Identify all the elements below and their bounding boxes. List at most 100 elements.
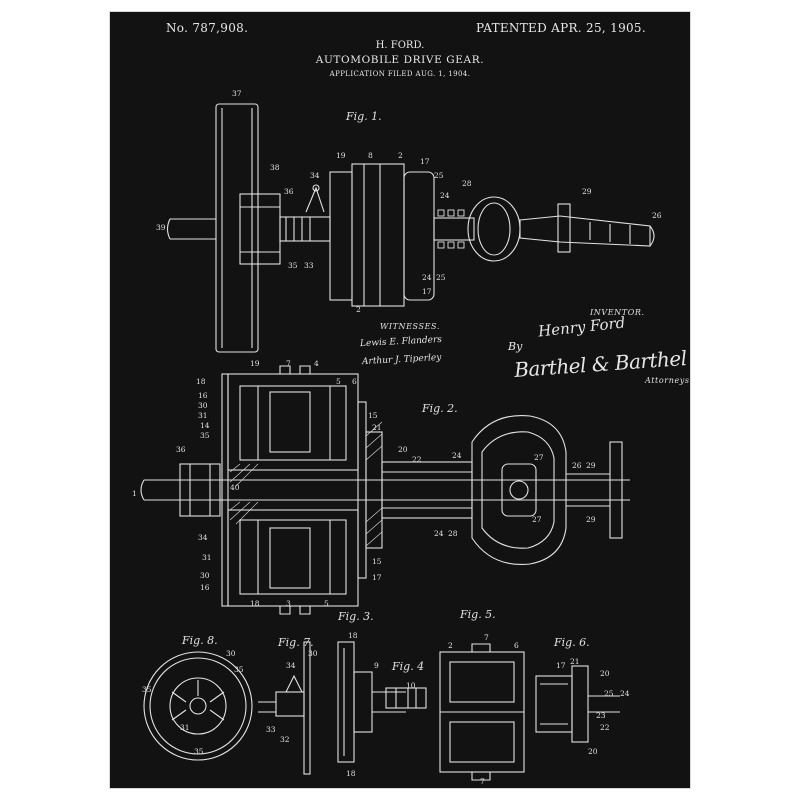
ref-15c: 15 [372, 557, 382, 566]
fig8-drawing: Fig. 8. [143, 634, 253, 761]
ref-2c: 2 [448, 641, 453, 650]
ref-1: 1 [132, 489, 137, 498]
ref-24c: 24 [452, 451, 462, 460]
ref-27b: 27 [532, 515, 542, 524]
ref-25b: 25 [436, 273, 446, 282]
ref-6: 6 [352, 377, 357, 386]
ref-26c: 26 [572, 461, 582, 470]
ref-30: 30 [198, 401, 208, 410]
by-word: By [508, 340, 523, 353]
ref-29b: 29 [586, 515, 596, 524]
ref-32: 32 [280, 735, 290, 744]
ref-19c: 19 [250, 359, 260, 368]
ref-29c: 29 [586, 461, 596, 470]
fig5-drawing: Fig. 5. [439, 608, 525, 781]
ref-21: 21 [372, 423, 382, 432]
ref-26: 26 [652, 211, 662, 220]
fig2-drawing: Fig. 2. [140, 365, 630, 615]
ref-24b: 24 [422, 273, 432, 282]
fig7-drawing: Fig. 7. [258, 636, 314, 775]
ref-2: 2 [398, 151, 403, 160]
ref-35: 35 [288, 261, 298, 270]
ref-20: 20 [398, 445, 408, 454]
ref-17: 17 [420, 157, 430, 166]
ref-5: 5 [336, 377, 341, 386]
fig4-drawing: Fig. 4 [385, 660, 427, 709]
fig1-label: Fig. 1. [345, 110, 382, 123]
ref-38: 38 [270, 163, 280, 172]
inventor-heading: H. FORD. [375, 40, 425, 51]
fig4-label: Fig. 4 [391, 660, 424, 673]
attorneys-label: Attorneys. [645, 376, 693, 385]
ref-36: 36 [284, 187, 294, 196]
ref-24: 24 [440, 191, 450, 200]
fig2-label: Fig. 2. [421, 402, 458, 415]
fig8-label: Fig. 8. [181, 634, 218, 647]
fig3-drawing: Fig. 3. [337, 610, 406, 763]
inventor-label: INVENTOR. [590, 308, 645, 317]
ref-36c: 36 [176, 445, 186, 454]
ref-22d: 22 [600, 723, 610, 732]
ref-21d: 21 [570, 657, 580, 666]
ref-6c: 6 [514, 641, 519, 650]
ref-8: 8 [368, 151, 373, 160]
ref-34: 34 [310, 171, 320, 180]
ref-40: 40 [230, 483, 240, 492]
reference-numerals: 37 38 39 36 34 35 33 19 8 2 2 17 25 24 2… [132, 89, 662, 786]
patent-title: AUTOMOBILE DRIVE GEAR. [315, 54, 485, 66]
fig1-drawing: Fig. 1. [166, 103, 655, 353]
ref-2b: 2 [356, 305, 361, 314]
ref-31: 31 [198, 411, 208, 420]
ref-24d: 24 [434, 529, 444, 538]
ref-7d: 7 [480, 777, 485, 786]
ref-20e: 20 [588, 747, 598, 756]
ref-19: 19 [336, 151, 346, 160]
application-filed: APPLICATION FILED AUG. 1, 1904. [329, 70, 471, 78]
fig6-drawing: Fig. 6. [535, 636, 620, 743]
witnesses-label: WITNESSES. [380, 322, 440, 331]
ref-25: 25 [434, 171, 444, 180]
ref-14: 14 [200, 421, 210, 430]
ref-33d: 33 [266, 725, 276, 734]
ref-31d: 31 [180, 723, 190, 732]
patent-date: PATENTED APR. 25, 1905. [475, 21, 646, 35]
ref-18c: 18 [250, 599, 260, 608]
ref-17d: 17 [556, 661, 566, 670]
fig3-label: Fig. 3. [337, 610, 374, 623]
ref-35f: 35 [194, 747, 204, 756]
ref-39: 39 [156, 223, 166, 232]
patent-number: No. 787,908. [166, 21, 249, 35]
ref-9: 9 [374, 661, 379, 670]
ref-24e: 24 [620, 689, 630, 698]
ref-18e: 18 [346, 769, 356, 778]
ref-30c: 30 [200, 571, 210, 580]
ref-22: 22 [412, 455, 422, 464]
ref-34d: 34 [286, 661, 296, 670]
patent-drawing: Fig. 1. [132, 89, 662, 786]
ref-5c: 5 [324, 599, 329, 608]
ref-18d: 18 [348, 631, 358, 640]
ref-10: 10 [406, 681, 416, 690]
ref-20d: 20 [600, 669, 610, 678]
ref-4: 4 [314, 359, 319, 368]
ref-28: 28 [462, 179, 472, 188]
ref-35c: 35 [200, 431, 210, 440]
ref-7: 7 [286, 359, 291, 368]
ref-16c: 16 [200, 583, 210, 592]
ref-30e: 30 [308, 649, 318, 658]
ref-34c: 34 [198, 533, 208, 542]
ref-31c: 31 [202, 553, 212, 562]
patent-sheet: No. 787,908. PATENTED APR. 25, 1905. H. … [110, 12, 693, 788]
ref-3: 3 [286, 599, 291, 608]
ref-33: 33 [304, 261, 314, 270]
ref-37: 37 [232, 89, 242, 98]
ref-18: 18 [196, 377, 206, 386]
fig5-label: Fig. 5. [459, 608, 496, 621]
ref-17c: 17 [372, 573, 382, 582]
ref-30d: 30 [226, 649, 236, 658]
ref-17b: 17 [422, 287, 432, 296]
ref-7c: 7 [484, 633, 489, 642]
ref-35d: 35 [234, 665, 244, 674]
ref-29: 29 [582, 187, 592, 196]
ref-16: 16 [198, 391, 208, 400]
